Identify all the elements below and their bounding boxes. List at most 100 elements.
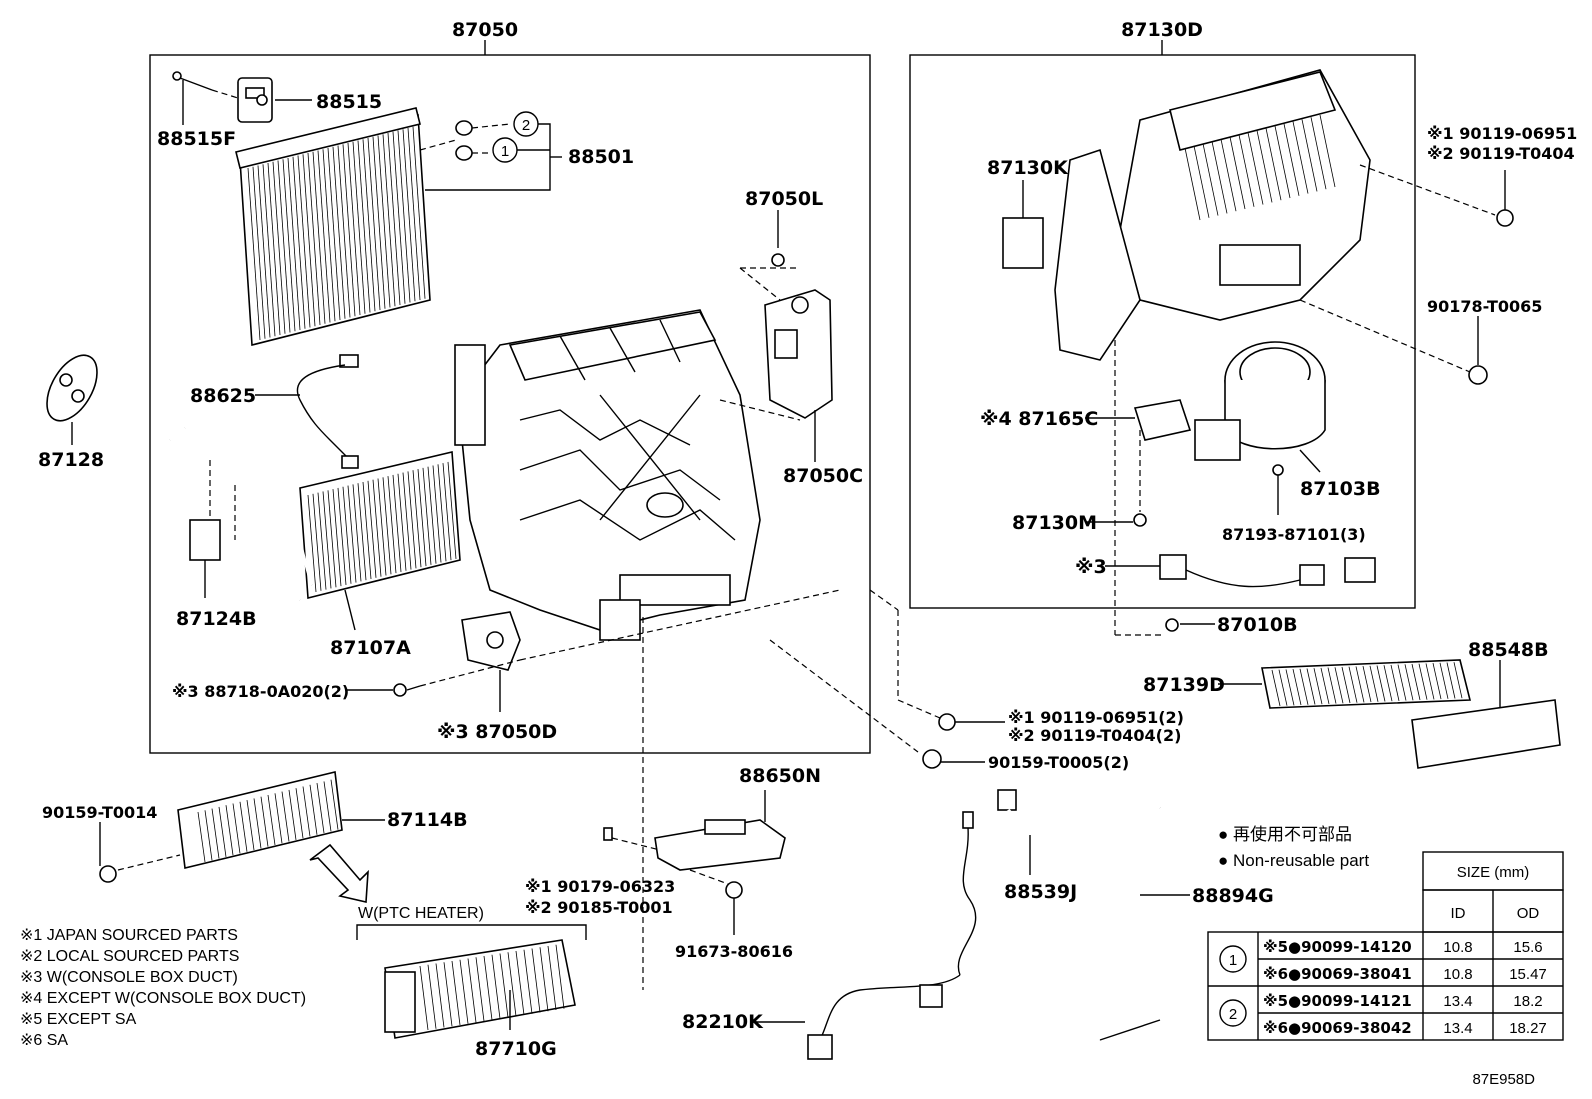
label-91673[interactable]: 91673-80616 xyxy=(675,942,793,961)
clip-90179-part xyxy=(603,827,613,841)
label-82210K[interactable]: 82210K xyxy=(682,1011,764,1033)
heater-core-87107A-part xyxy=(169,419,461,631)
label-90159-T0005[interactable]: 90159-T0005(2) xyxy=(988,753,1129,772)
label-88539J[interactable]: 88539J xyxy=(1004,881,1077,903)
servo-87050C-part xyxy=(719,289,833,462)
evaporator-88501-part xyxy=(235,107,431,347)
label-88515F[interactable]: 88515F xyxy=(157,128,236,150)
legend-non-reusable-en: ● Non-reusable part xyxy=(1218,851,1369,870)
arrow-icon xyxy=(309,843,369,903)
size-table-col-id: ID xyxy=(1451,905,1466,922)
screw-87010B-part xyxy=(1165,618,1215,632)
grommet-87128-part xyxy=(46,354,98,445)
label-87124B[interactable]: 87124B xyxy=(176,608,257,630)
heater-case-87050-part xyxy=(454,309,761,641)
label-87103B[interactable]: 87103B xyxy=(1300,478,1381,500)
label-wire-3[interactable]: ※3 xyxy=(1075,556,1107,578)
screw-87050L-part xyxy=(739,210,800,301)
label-90119-06951-2[interactable]: ※1 90119-06951(2) xyxy=(1008,708,1184,727)
note-3: ※3 W(CONSOLE BOX DUCT) xyxy=(20,969,238,986)
size-table-od: 15.6 xyxy=(1513,939,1542,956)
note-2: ※2 LOCAL SOURCED PARTS xyxy=(20,948,239,965)
label-88501[interactable]: 88501 xyxy=(568,146,634,168)
size-table-id: 10.8 xyxy=(1443,966,1472,983)
sensor-wire-82210K-part xyxy=(753,811,977,1060)
label-87050C[interactable]: 87050C xyxy=(783,465,863,487)
screw-87193-part xyxy=(1272,464,1284,515)
size-table-id: 13.4 xyxy=(1443,1020,1472,1037)
filter-cover-88548B-part xyxy=(1411,660,1561,769)
size-table-od: 18.2 xyxy=(1513,993,1542,1010)
group-87050-frame: 87050 xyxy=(149,19,871,754)
wire-88625-part xyxy=(255,354,359,469)
size-table-part: ※6●90069-38042 xyxy=(1263,1019,1412,1037)
notes-list: ※1 JAPAN SOURCED PARTS ※2 LOCAL SOURCED … xyxy=(20,927,306,1049)
label-87139D[interactable]: 87139D xyxy=(1143,674,1225,696)
label-87050L[interactable]: 87050L xyxy=(745,188,823,210)
marker-1-text: 1 xyxy=(501,143,509,160)
label-87130M[interactable]: 87130M xyxy=(1012,512,1097,534)
label-90119-T0404-2[interactable]: ※2 90119-T0404(2) xyxy=(1008,726,1181,745)
label-90179[interactable]: ※1 90179-06323 xyxy=(525,877,675,896)
marker-2-text: 2 xyxy=(522,117,530,134)
label-87710G[interactable]: 87710G xyxy=(475,1038,557,1060)
size-table-part: ※5●90099-14120 xyxy=(1263,938,1412,956)
wire-harness-3-part xyxy=(1105,554,1376,588)
group-87130D-frame: 87130D xyxy=(909,19,1416,609)
legend-non-reusable-jp: ● 再使用不可部品 xyxy=(1218,824,1352,844)
size-table-col-od: OD xyxy=(1517,905,1540,922)
diagram-id: 87E958D xyxy=(1472,1071,1535,1088)
expansion-valve-88515-part xyxy=(237,77,312,123)
note-4: ※4 EXCEPT W(CONSOLE BOX DUCT) xyxy=(20,990,306,1007)
hose-88894G-part xyxy=(1085,806,1190,1041)
label-90119-T0404[interactable]: ※2 90119-T0404 xyxy=(1427,144,1575,163)
blower-motor-87103B-part xyxy=(1194,341,1326,473)
label-90119-06951[interactable]: ※1 90119-06951 xyxy=(1427,124,1577,143)
ptc-heater-87114B-part xyxy=(117,771,385,871)
clip-90119-pair-part xyxy=(938,713,1005,731)
size-table-id: 13.4 xyxy=(1443,993,1472,1010)
label-88625[interactable]: 88625 xyxy=(190,385,256,407)
screw-91673-part xyxy=(725,881,743,935)
label-87165C[interactable]: ※4 87165C xyxy=(980,408,1098,430)
bolt-88515F-part xyxy=(172,71,239,125)
label-ptc-heater[interactable]: W(PTC HEATER) xyxy=(358,905,484,922)
label-88894G[interactable]: 88894G xyxy=(1192,885,1274,907)
note-6: ※6 SA xyxy=(20,1032,68,1049)
label-88548B[interactable]: 88548B xyxy=(1468,639,1549,661)
size-table-part: ※5●90099-14121 xyxy=(1263,992,1412,1010)
module-88650N-part xyxy=(611,617,786,990)
note-1: ※1 JAPAN SOURCED PARTS xyxy=(20,927,238,944)
label-87050D[interactable]: ※3 87050D xyxy=(437,721,557,743)
size-table-id: 10.8 xyxy=(1443,939,1472,956)
label-87010B[interactable]: 87010B xyxy=(1217,614,1298,636)
size-table-title: SIZE (mm) xyxy=(1457,864,1530,881)
label-87130K[interactable]: 87130K xyxy=(987,157,1069,179)
resistor-87165C-part xyxy=(1085,399,1192,441)
size-table-od: 18.27 xyxy=(1509,1020,1547,1037)
label-90185[interactable]: ※2 90185-T0001 xyxy=(525,898,673,917)
label-87114B[interactable]: 87114B xyxy=(387,809,468,831)
ptc-heater-group-bracket xyxy=(356,924,587,940)
screw-90159-T0014-part xyxy=(99,822,117,883)
label-88650N[interactable]: 88650N xyxy=(739,765,821,787)
label-90159-T0014[interactable]: 90159-T0014 xyxy=(42,803,157,822)
clip-90178-part xyxy=(1299,299,1488,385)
label-90178[interactable]: 90178-T0065 xyxy=(1427,297,1542,316)
actuator-87130K-part xyxy=(1002,180,1044,269)
label-88515[interactable]: 88515 xyxy=(316,91,382,113)
servo-87050D-part xyxy=(345,589,841,712)
size-table: SIZE (mm) ID OD 1 2 ※5●90099-14120 10.8 … xyxy=(1207,851,1564,1041)
label-87128[interactable]: 87128 xyxy=(38,449,104,471)
clamp-87124B-part xyxy=(189,460,236,598)
label-87193[interactable]: 87193-87101(3) xyxy=(1222,525,1366,544)
size-table-marker-2: 2 xyxy=(1229,1006,1237,1023)
blower-case-87130D-part xyxy=(1054,69,1371,361)
group-87050-label[interactable]: 87050 xyxy=(452,19,518,41)
clip-90119-part xyxy=(1359,164,1514,227)
clip-90159-T0005-part xyxy=(922,749,985,769)
label-88718[interactable]: ※3 88718-0A020(2) xyxy=(172,682,349,701)
group-87130D-label[interactable]: 87130D xyxy=(1121,19,1203,41)
label-87107A[interactable]: 87107A xyxy=(330,637,411,659)
